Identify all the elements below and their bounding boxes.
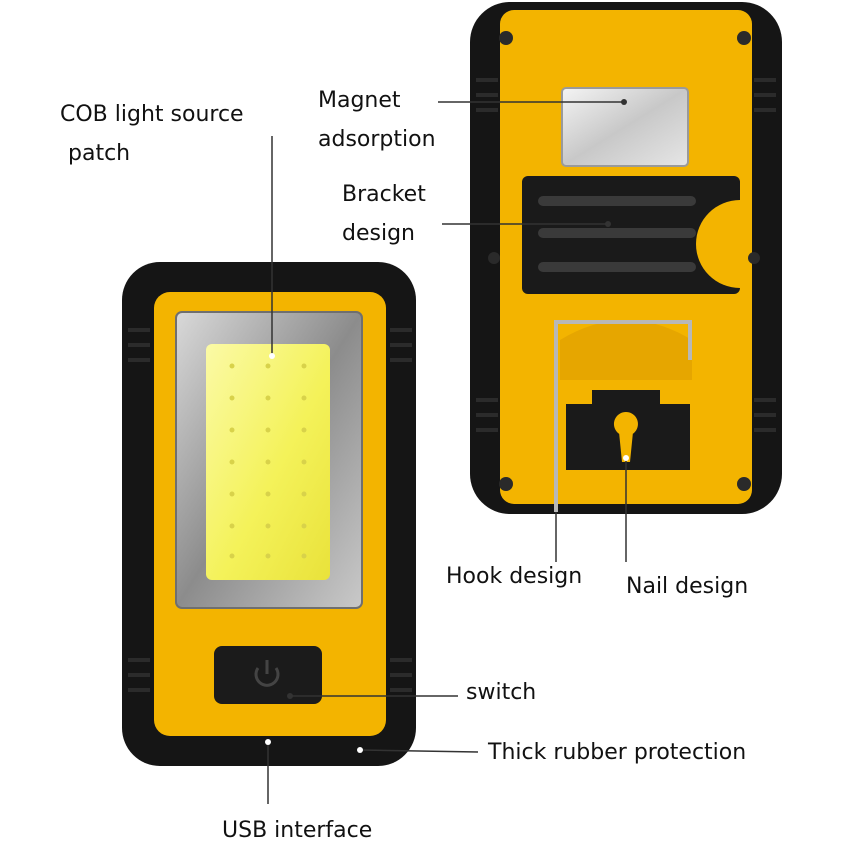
keyhole-icon (613, 412, 638, 462)
label-cob-line1: COB light source (60, 102, 244, 127)
magnet-plate (561, 87, 689, 167)
label-thick-rubber-protection: Thick rubber protection (488, 740, 747, 765)
label-cob-line2: patch (68, 141, 131, 167)
front-corner-grips (128, 328, 412, 692)
label-cob-light-source: COB light source patch (60, 102, 244, 167)
label-magnet-line2: adsorption (318, 127, 436, 153)
hook-wire (554, 320, 692, 512)
label-bracket-design: Bracket design (342, 182, 426, 247)
cob-led-dots (229, 363, 307, 559)
label-magnet-line1: Magnet (318, 88, 401, 113)
leader-lines (267, 101, 627, 804)
label-hook-design: Hook design (446, 564, 583, 589)
bracket-notch (696, 200, 740, 288)
label-usb-interface: USB interface (222, 818, 373, 843)
label-bracket-line1: Bracket (342, 182, 426, 207)
power-icon (254, 660, 280, 687)
screw-holes (488, 31, 760, 491)
label-magnet-adsorption: Magnet adsorption (318, 88, 436, 153)
bracket-ridges (538, 196, 696, 272)
label-switch: switch (466, 680, 537, 705)
leader-rubber (359, 749, 479, 753)
power-switch (214, 646, 322, 704)
back-work-light (470, 2, 782, 514)
label-nail-design: Nail design (626, 574, 749, 599)
back-corner-grips (476, 78, 776, 432)
label-bracket-line2: design (342, 221, 415, 247)
hook-recess (560, 320, 692, 380)
leader-dots (265, 99, 629, 753)
front-work-light (122, 262, 416, 766)
